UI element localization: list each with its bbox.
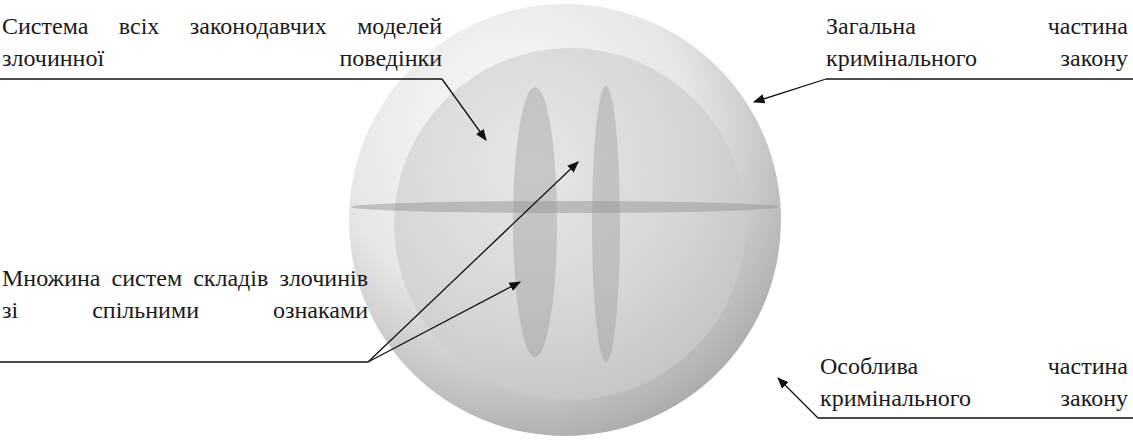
leader-line [368,162,578,362]
leader-line [826,78,1133,79]
leader-line [0,361,368,362]
vertical-section [592,86,620,362]
leader-line [818,417,1133,418]
leader-line [754,79,826,102]
callout-label: Загальна частина кримінального закону [826,10,1128,74]
leader-line [368,282,520,362]
callout-label: Система всіх законодавчих моделей злочин… [2,10,442,74]
leader-line [778,378,818,418]
inner-sphere [394,48,746,400]
leader-line [0,78,442,79]
vertical-section [513,87,557,357]
leader-line [442,79,486,140]
callout-label: Множина систем складів злочинів зі спіль… [2,262,368,326]
equator-section [351,201,779,213]
callout-label: Особлива частина кримінального закону [820,350,1128,414]
